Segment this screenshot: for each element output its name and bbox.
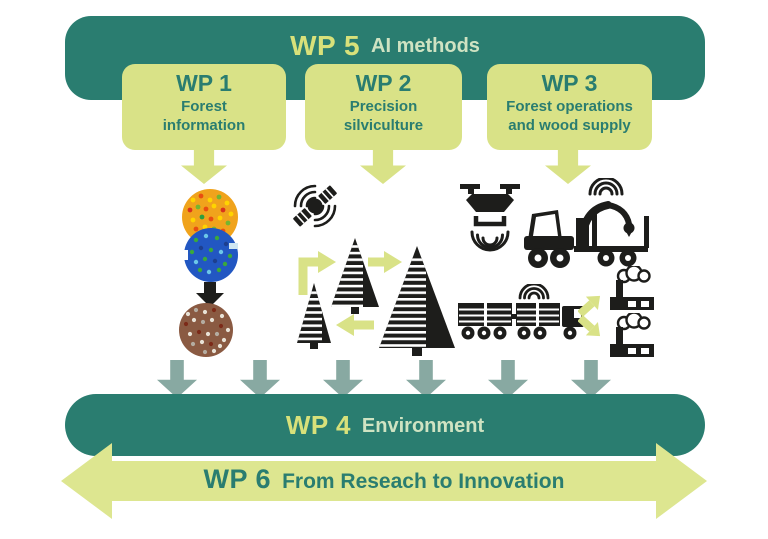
distribution-arrows-icon	[578, 295, 601, 337]
down-arrow-icon	[360, 147, 406, 184]
wp1-label: Forest information	[162, 98, 246, 135]
wp5-id: WP 5	[290, 30, 361, 61]
drone-icon	[460, 184, 520, 252]
harvester-icon	[524, 178, 649, 268]
factory-icon	[610, 266, 654, 310]
down-arrow-icon	[406, 360, 446, 398]
wp1-id: WP 1	[176, 70, 232, 96]
wp6-banner: WP 6 From Reseach to Innovation	[0, 464, 768, 495]
down-arrow-icon	[157, 360, 197, 398]
wp2-label: Precision silviculture	[343, 98, 424, 135]
double-headed-arrow-icon	[61, 443, 707, 519]
wp4-banner: WP 4 Environment	[65, 394, 705, 456]
wp4-label: Environment	[361, 415, 485, 437]
wp3-box: WP 3 Forest operations and wood supply	[487, 64, 652, 150]
down-arrow-icon	[488, 360, 528, 398]
forest-photo-circle-icon	[179, 303, 233, 357]
wp5-label: AI methods	[371, 35, 480, 57]
satellite-icon	[293, 184, 337, 228]
factory-icon	[610, 313, 654, 357]
down-arrow-icon	[181, 147, 227, 184]
forest-heatmap-circle-icon	[182, 189, 238, 245]
wp2-id: WP 2	[355, 70, 412, 96]
wp6-label: From Reseach to Innovation	[282, 469, 565, 493]
growth-cycle-arrows-icon	[298, 251, 402, 336]
log-truck-icon	[458, 284, 587, 340]
wifi-signal-icon	[470, 230, 510, 252]
wp3-id: WP 3	[541, 70, 598, 96]
wp3-label: Forest operations and wood supply	[506, 98, 633, 135]
wp1-box: WP 1 Forest information	[122, 64, 286, 150]
wp4-id: WP 4	[285, 409, 351, 440]
down-arrow-icon	[240, 360, 280, 398]
wp2-box: WP 2 Precision silviculture	[305, 64, 462, 150]
wifi-signal-icon	[588, 178, 624, 196]
wifi-signal-icon	[518, 284, 550, 300]
down-arrow-icon	[571, 360, 611, 398]
black-down-arrow-icon	[196, 282, 224, 307]
wp6-id: WP 6	[203, 464, 272, 494]
down-arrow-icon	[323, 360, 363, 398]
tree-growth-cycle-icon	[297, 238, 455, 356]
forest-map-circle-icon	[182, 228, 238, 282]
